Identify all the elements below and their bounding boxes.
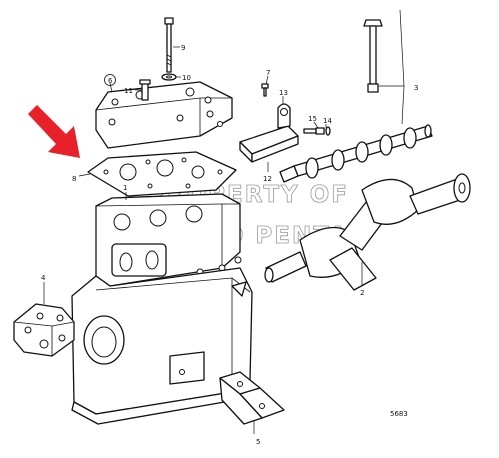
bracket-screw [303, 126, 331, 136]
callout-10: 10 [182, 74, 191, 82]
breather-stud [139, 79, 151, 101]
callout-7: 7 [266, 69, 270, 77]
callout-2: 2 [360, 289, 364, 297]
cylinder-block [71, 193, 253, 425]
angle-bracket [219, 371, 285, 425]
callout-5: 5 [256, 438, 260, 446]
callout-labels: 1 2 3 4 5 6 7 8 9 10 11 12 13 14 15 [41, 44, 418, 446]
camshaft [279, 124, 433, 183]
washer [161, 73, 177, 81]
callout-13: 13 [279, 89, 288, 97]
oil-pump [13, 303, 75, 357]
callout-11: 11 [124, 87, 133, 95]
callout-14: 14 [323, 117, 332, 125]
callout-4: 4 [41, 274, 46, 282]
callout-3: 3 [414, 84, 418, 92]
callout-12: 12 [263, 175, 272, 183]
small-screw [261, 83, 269, 97]
push-rod [363, 19, 383, 93]
callout-6: 6 [108, 77, 113, 85]
highlight-arrow [28, 105, 80, 158]
valve-cover [95, 81, 233, 149]
camshaft-bearing-bracket [239, 125, 299, 163]
lifting-eye [277, 103, 291, 129]
callout-8: 8 [72, 175, 76, 183]
head-gasket [87, 151, 237, 197]
callout-1: 1 [123, 184, 127, 192]
crankshaft [264, 173, 471, 291]
callout-6-circle [104, 74, 116, 86]
cylinder-head-bolt [164, 17, 174, 73]
callout-9: 9 [181, 44, 185, 52]
diagram-reference-number: 5683 [390, 410, 408, 418]
callout-15: 15 [308, 115, 317, 123]
